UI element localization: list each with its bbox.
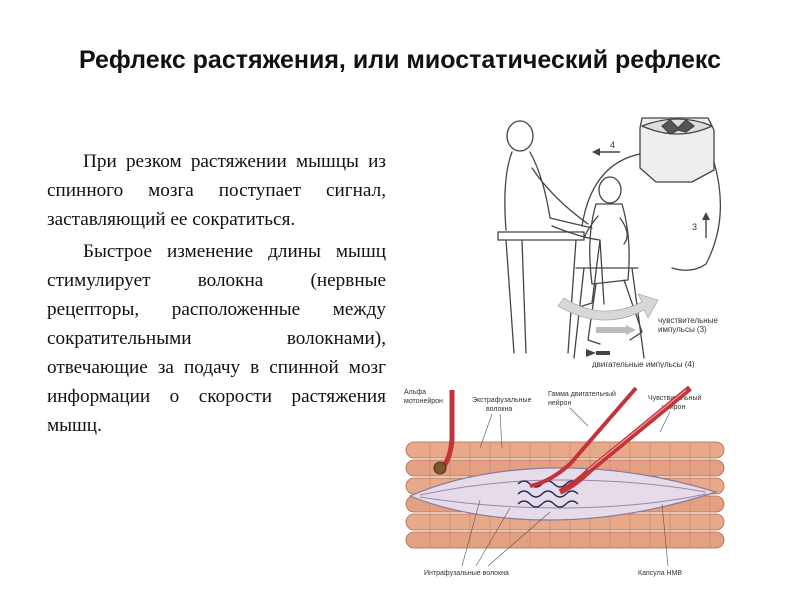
patient-leg [551,225,605,309]
intrafusal-fibers [419,479,707,509]
slide-title: Рефлекс растяжения, или миостатический р… [78,46,722,74]
sensory-nerve-stripe [587,389,687,471]
label-alpha-line1: Альфа [404,389,426,396]
doctor-arm [583,215,628,245]
spindle-capsule [408,467,719,521]
reflex-test-illustration: 4 3 чувствительные импульсы (3) двигател… [497,117,721,368]
motor-arrow-4-head [592,148,600,156]
label-extrafusal-line2: волокна [486,406,512,413]
leader-capsule [661,503,669,567]
label-alpha-line2: мотонейрон [404,397,443,405]
leader-extrafusal [479,413,503,449]
patient-head [506,120,534,152]
patient-body [504,151,593,231]
label-intrafusal: Интрафузальные волокна [424,570,509,577]
sensory-nerve [558,385,692,495]
legend-motor-arrow [586,349,596,357]
arrow-4-number: 4 [610,140,615,150]
arrow-3-number: 3 [692,222,697,232]
leader-intrafusal [461,499,551,567]
label-extrafusal-line1: Экстрафузальные [472,397,532,404]
legend-motor-label: двигательные импульсы (4) [592,360,695,368]
exam-table [497,231,585,354]
doctor-head [598,176,622,204]
body-text: При резком растяжении мышцы из спинного … [47,147,386,443]
alpha-motor-ending [433,461,447,475]
doctor-body [589,203,630,285]
label-sensory-line2: нейрон [662,403,685,411]
legend-sensory-arrow-head [626,325,636,335]
label-gamma-line2: нейрон [548,399,571,407]
reflex-loop-curve [581,153,721,271]
gamma-motor-nerve [529,386,638,488]
legend-sensory-line2: импульсы (3) [658,325,707,334]
label-gamma-line1: Гамма двигательный [548,390,616,398]
spinal-cord-body [639,117,715,183]
leader-sensory [659,411,671,433]
label-capsule: Капсула НМВ [638,570,682,577]
leader-gamma [569,407,589,427]
doctor-legs [587,279,643,345]
muscle-spindle-illustration: Альфа мотонейрон Экстрафузальные волокна… [404,385,725,577]
sensory-arrow-3-head [702,212,710,220]
legend-sensory-line1: чувствительные [658,316,718,325]
knee-jerk-arrow [557,293,659,321]
paragraph-2: Быстрое изменение длины мышц стимулирует… [47,241,386,436]
spinal-cord-gray-matter [661,119,695,135]
paragraph-1: При резком растяжении мышцы из спинного … [47,151,386,230]
